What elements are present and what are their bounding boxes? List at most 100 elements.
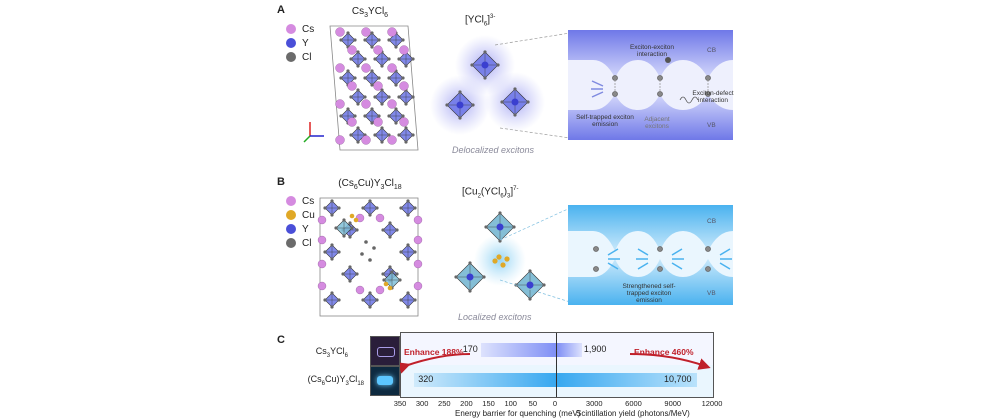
cl-atom bbox=[375, 206, 379, 210]
cl-atom bbox=[471, 103, 475, 107]
cl-atom bbox=[413, 298, 417, 302]
cs-atom bbox=[355, 285, 365, 295]
cl-atom bbox=[483, 50, 487, 54]
vb-label-a: VB bbox=[707, 122, 716, 129]
cl-atom bbox=[346, 69, 350, 73]
left-tick-label: 200 bbox=[460, 399, 473, 408]
cl-atom bbox=[390, 270, 394, 274]
cl-atom bbox=[330, 257, 334, 261]
cl-atom bbox=[387, 57, 391, 61]
barrier-bar bbox=[480, 343, 556, 357]
y-atom bbox=[481, 61, 489, 69]
cl-atom bbox=[372, 246, 376, 250]
cl-atom bbox=[356, 140, 360, 144]
cu-atom bbox=[500, 262, 506, 268]
legend-cl-b: Cl bbox=[286, 236, 315, 250]
cl-atom bbox=[388, 265, 392, 269]
adjacent-excitons-label: Adjacent excitons bbox=[644, 116, 670, 130]
cl-atom bbox=[375, 298, 379, 302]
row-label-cs3ycl6: Cs3YCl6 bbox=[315, 346, 348, 359]
cl-atom bbox=[526, 100, 530, 104]
cl-atom bbox=[406, 243, 410, 247]
cl-atom bbox=[339, 76, 343, 80]
yield-bar bbox=[557, 343, 582, 357]
cl-atom bbox=[373, 133, 377, 137]
yield-value: 1,900 bbox=[583, 344, 607, 354]
cl-atom bbox=[387, 38, 391, 42]
cs-atom bbox=[361, 63, 371, 73]
cl-atom bbox=[323, 250, 327, 254]
cl-atom bbox=[399, 298, 403, 302]
cl-atom bbox=[387, 95, 391, 99]
cl-atom bbox=[356, 88, 360, 92]
cl-atom bbox=[363, 95, 367, 99]
cs-atom bbox=[317, 235, 327, 245]
cl-atom bbox=[356, 50, 360, 54]
panel-a-crystal-title: Cs3YCl6 bbox=[351, 6, 389, 19]
cl-atom bbox=[349, 95, 353, 99]
cl-atom bbox=[380, 64, 384, 68]
cl-atom bbox=[387, 114, 391, 118]
cs-atom bbox=[399, 117, 409, 127]
cl-atom bbox=[406, 213, 410, 217]
cs-atom bbox=[413, 259, 423, 269]
cl-atom bbox=[342, 234, 346, 238]
yield-bar bbox=[557, 373, 697, 387]
legend-cl: Cl bbox=[286, 50, 314, 64]
cl-atom bbox=[528, 297, 532, 301]
cl-atom bbox=[394, 121, 398, 125]
cl-atom-icon bbox=[286, 52, 296, 62]
left-tick-label: 0 bbox=[552, 399, 558, 408]
cl-atom bbox=[339, 38, 343, 42]
cl-atom bbox=[498, 211, 502, 215]
legend-y: Y bbox=[286, 36, 314, 50]
enhance-left-label: Enhance 188% bbox=[404, 347, 464, 357]
barrier-value: 170 bbox=[462, 344, 478, 354]
cb-label-b: CB bbox=[707, 218, 717, 225]
cl-atom bbox=[404, 126, 408, 130]
cl-atom bbox=[368, 305, 372, 309]
exciton-exciton-label: Exciton-exciton interaction bbox=[629, 44, 675, 58]
cl-atom bbox=[470, 63, 474, 67]
cl-atom bbox=[395, 272, 399, 276]
cl-atom bbox=[353, 76, 357, 80]
cl-atom bbox=[482, 275, 486, 279]
cl-atom bbox=[398, 278, 402, 282]
legend-cs-b: Cs bbox=[286, 194, 315, 208]
cs-atom bbox=[373, 117, 383, 127]
connector-lines-b bbox=[500, 207, 571, 303]
cl-atom bbox=[360, 252, 364, 256]
cl-atom bbox=[364, 240, 368, 244]
cl-atom bbox=[496, 63, 500, 67]
cl-atom bbox=[394, 45, 398, 49]
cs-atom bbox=[335, 135, 345, 145]
cl-atom bbox=[404, 102, 408, 106]
cl-atom bbox=[370, 107, 374, 111]
cl-atom bbox=[445, 103, 449, 107]
cl-atom bbox=[334, 226, 338, 230]
cl-atom bbox=[356, 126, 360, 130]
cu-atom bbox=[496, 254, 502, 260]
cl-atom bbox=[368, 291, 372, 295]
y-atom bbox=[526, 281, 534, 289]
cs-atom bbox=[361, 99, 371, 109]
cs-atom bbox=[375, 285, 385, 295]
barrier-bar bbox=[414, 373, 556, 387]
cl-atom bbox=[346, 31, 350, 35]
panel-a-cluster-title: [YCl6]3- bbox=[465, 14, 496, 28]
cu-atom-icon bbox=[286, 210, 296, 220]
cs-atom bbox=[317, 259, 327, 269]
cs-atom bbox=[347, 117, 357, 127]
right-tick-label: 6000 bbox=[625, 399, 642, 408]
legend-y-b: Y bbox=[286, 222, 315, 236]
panel-a-legend: Cs Y Cl bbox=[286, 22, 314, 64]
cl-atom bbox=[323, 298, 327, 302]
localized-cluster bbox=[454, 211, 546, 301]
strengthened-ste-label: Strengthened self-trapped exciton emissi… bbox=[622, 283, 676, 304]
ste-emission-label: Self-trapped exciton emission bbox=[576, 114, 634, 128]
cs-atom bbox=[375, 213, 385, 223]
left-tick-label: 150 bbox=[482, 399, 495, 408]
cl-atom bbox=[356, 64, 360, 68]
right-tick-label: 9000 bbox=[664, 399, 682, 408]
cl-atom bbox=[355, 272, 359, 276]
